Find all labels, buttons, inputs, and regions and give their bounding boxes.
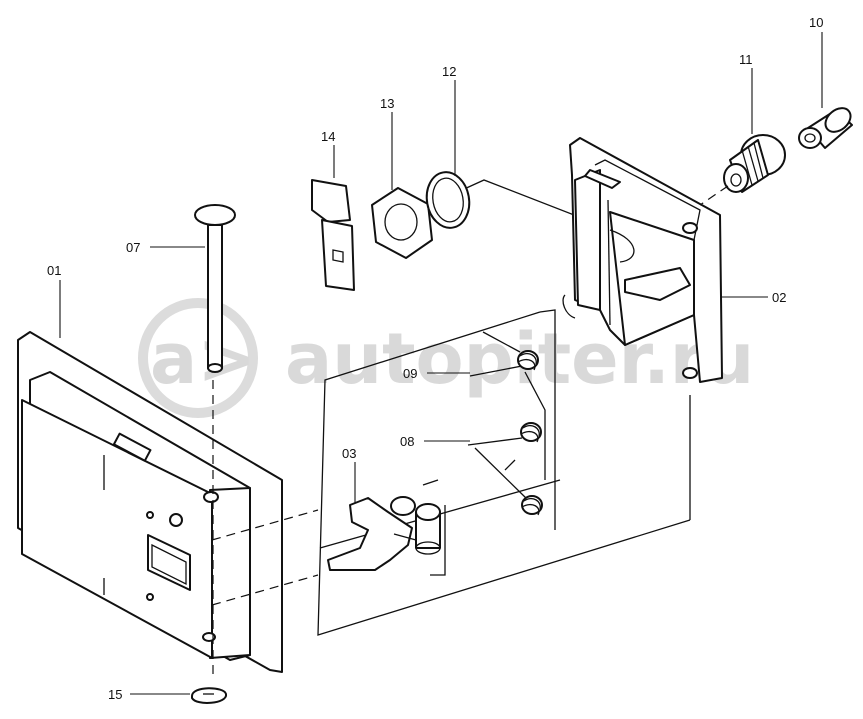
leader-lines: [59, 32, 823, 695]
part-09-spring: [469, 331, 546, 480]
part-11-bushing: [699, 134, 786, 206]
callout-labels: 10 11 12 13 14 07 01 02 09 08 03 15: [47, 15, 823, 702]
callout-03: 03: [342, 446, 356, 461]
callout-09: 09: [403, 366, 417, 381]
part-14-plate: [311, 179, 355, 291]
watermark-logo: a>: [150, 318, 256, 400]
part-15-clip: [191, 687, 227, 704]
callout-08: 08: [400, 434, 414, 449]
callout-13: 13: [380, 96, 394, 111]
part-03-latch: [327, 496, 441, 571]
callout-10: 10: [809, 15, 823, 30]
callout-07: 07: [126, 240, 140, 255]
callout-14: 14: [321, 129, 335, 144]
part-13-nut: [371, 187, 433, 259]
part-12-ring: [425, 171, 471, 229]
callout-12: 12: [442, 64, 456, 79]
part-10-cylinder: [798, 107, 853, 149]
callout-11: 11: [739, 52, 753, 67]
part-02-bracket: [562, 137, 723, 383]
part-01-cover-plate: [17, 331, 319, 673]
part-07-pin: [194, 204, 236, 680]
callout-01: 01: [47, 263, 61, 278]
part-08-spring: [467, 422, 543, 516]
callout-15: 15: [108, 687, 122, 702]
callout-02: 02: [772, 290, 786, 305]
